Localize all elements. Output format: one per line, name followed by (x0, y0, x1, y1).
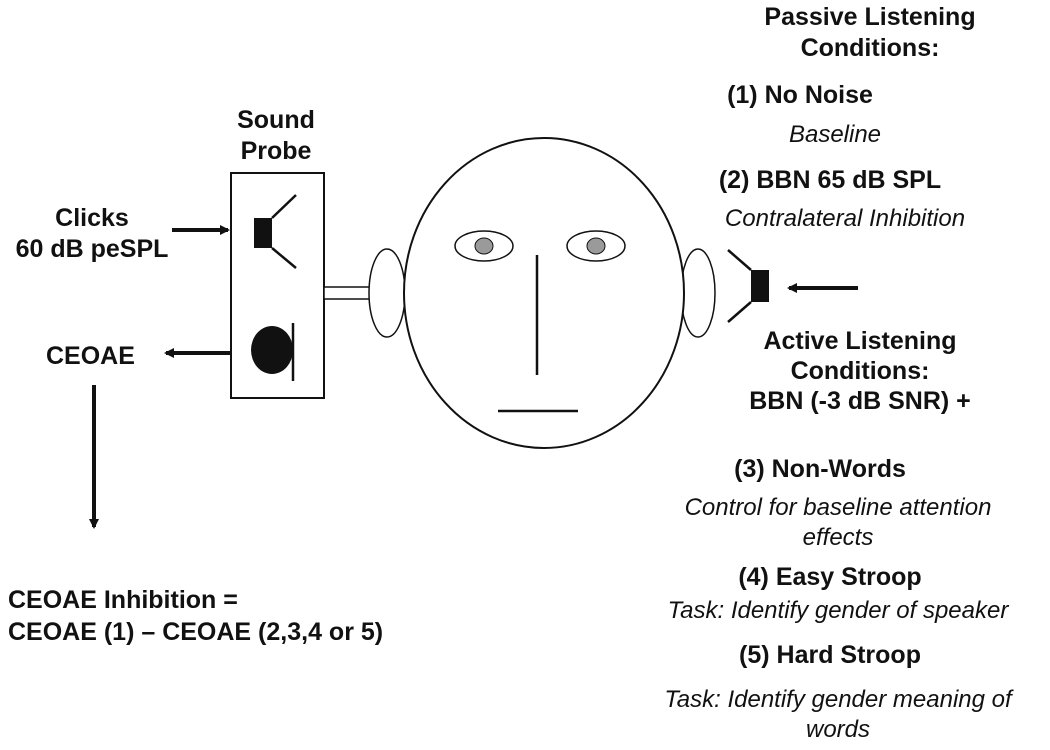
formula-line2: CEOAE (1) – CEOAE (2,3,4 or 5) (8, 618, 384, 646)
condition-3-label: (3) Non-Words (734, 455, 906, 483)
condition-5-desc: Task: Identify gender meaning of words (626, 685, 1050, 745)
stimulus-label: Clicks 60 dB peSPL (2, 203, 182, 265)
probe-title: Sound Probe (226, 105, 326, 167)
condition-5-label: (5) Hard Stroop (739, 641, 921, 669)
passive-title: Passive Listening Conditions: (720, 2, 1020, 64)
condition-1-desc: Baseline (788, 121, 882, 148)
formula-line1: CEOAE Inhibition = (8, 586, 238, 614)
passive-title-line1: Passive Listening (764, 3, 976, 31)
condition-3-desc-line2: effects (802, 524, 874, 551)
right-ear (680, 248, 716, 338)
contralateral-speaker-icon (727, 249, 769, 323)
stimulus-line2: 60 dB peSPL (15, 235, 169, 263)
active-title-line2: Conditions: (790, 357, 930, 385)
condition-2-desc: Contralateral Inhibition (724, 205, 966, 232)
inhibition-formula: CEOAE Inhibition = CEOAE (1) – CEOAE (2,… (8, 584, 383, 648)
active-title-line3: BBN (-3 dB SNR) + (749, 387, 971, 415)
condition-2-label: (2) BBN 65 dB SPL (718, 166, 942, 194)
active-title-line1: Active Listening (763, 327, 957, 355)
speaker-icon (254, 194, 297, 269)
condition-3-desc: Control for baseline attention effects (638, 493, 1038, 553)
passive-title-line2: Conditions: (800, 34, 940, 62)
ceoae-label: CEOAE (46, 342, 135, 370)
left-ear (368, 248, 406, 338)
condition-4-label: (4) Easy Stroop (738, 563, 922, 591)
head-illustration (368, 137, 716, 449)
stimulus-line1: Clicks (55, 204, 129, 232)
condition-1-label: (1) No Noise (727, 81, 873, 109)
probe-title-line1: Sound (237, 106, 315, 134)
condition-5-desc-line2: words (805, 716, 871, 743)
condition-5-desc-line1: Task: Identify gender meaning of (664, 686, 1012, 713)
microphone-icon (251, 323, 295, 381)
active-title: Active Listening Conditions: BBN (-3 dB … (710, 326, 1010, 416)
probe-title-line2: Probe (240, 137, 312, 165)
condition-3-desc-line1: Control for baseline attention (684, 494, 992, 521)
face-outline (403, 137, 685, 449)
condition-4-desc: Task: Identify gender of speaker (667, 597, 1009, 624)
